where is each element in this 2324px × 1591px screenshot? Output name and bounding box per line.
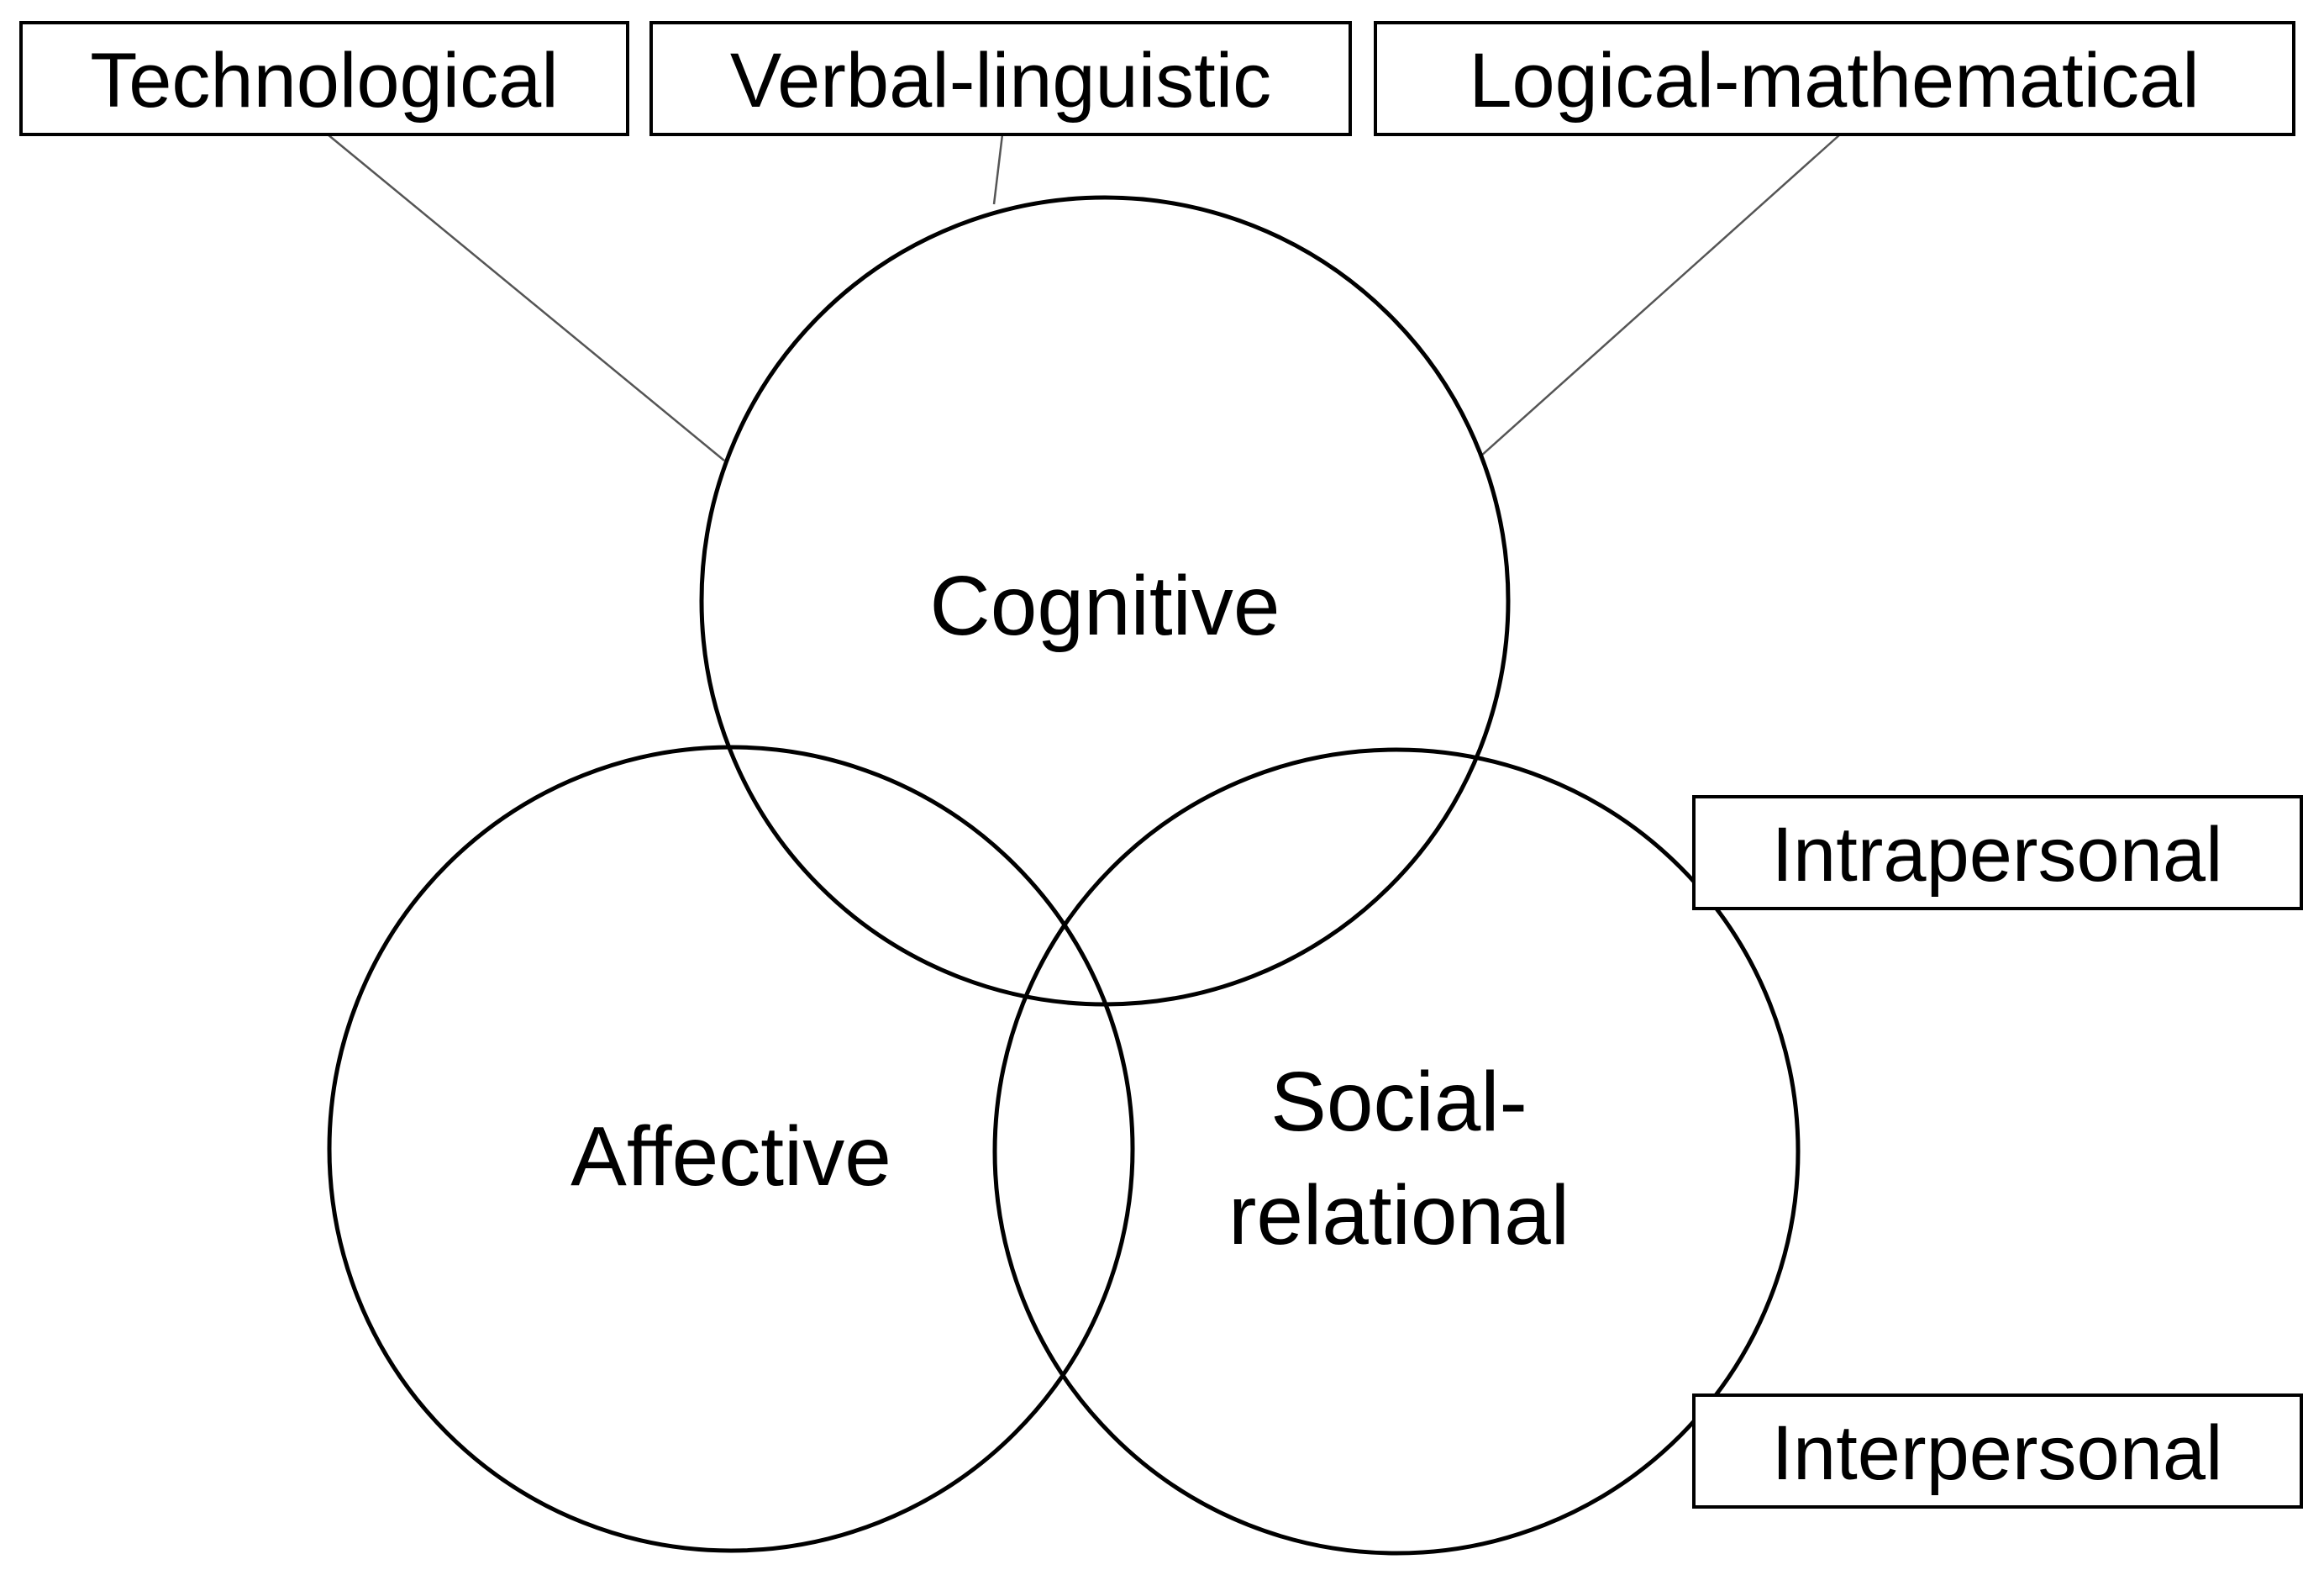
affective-circle (327, 745, 1135, 1553)
interpersonal-text: Interpersonal (1772, 1410, 2223, 1496)
intrapersonal-box: Intrapersonal (1692, 795, 2303, 910)
technological-box: Technological (19, 21, 629, 136)
affective-label: Affective (570, 1109, 891, 1204)
logical-mathematical-text: Logical-mathematical (1469, 38, 2199, 124)
social-relational-circle (992, 747, 1801, 1556)
verbal-linguistic-box: Verbal-linguistic (649, 21, 1352, 136)
intrapersonal-text: Intrapersonal (1772, 812, 2223, 898)
verbal-linguistic-text: Verbal-linguistic (730, 38, 1271, 124)
cognitive-label: Cognitive (930, 559, 1280, 653)
connector-logical-mathematical (1480, 134, 1841, 457)
technological-text: Technological (90, 38, 558, 124)
connector-verbal-linguistic (992, 134, 1004, 205)
social-relational-label-line1: Social- (1270, 1055, 1527, 1149)
interpersonal-box: Interpersonal (1692, 1393, 2303, 1509)
logical-mathematical-box: Logical-mathematical (1374, 21, 2295, 136)
connector-technological (327, 134, 725, 461)
social-relational-label-line2: relational (1228, 1168, 1569, 1262)
